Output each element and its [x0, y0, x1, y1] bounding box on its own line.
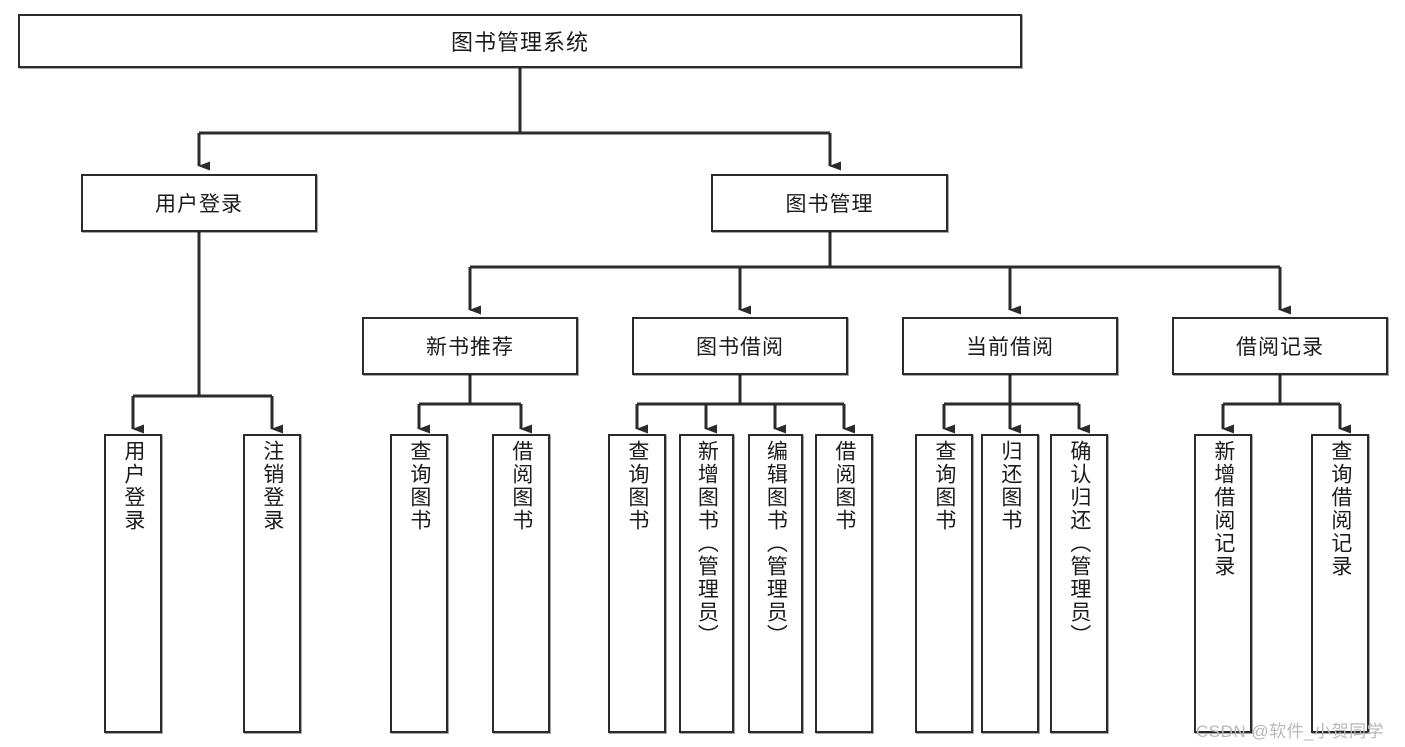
node-root-system[interactable]: 图书管理系统 — [18, 14, 1022, 68]
node-label: 查询图书 — [625, 440, 649, 532]
leaf-query-book-current[interactable]: 查询图书 — [915, 434, 973, 733]
node-label: 用户登录 — [121, 440, 145, 532]
node-label: 借阅图书 — [832, 440, 856, 532]
leaf-user-login[interactable]: 用户登录 — [104, 434, 162, 733]
leaf-confirm-return-admin[interactable]: 确认归还（管理员） — [1050, 434, 1108, 733]
node-label: 当前借阅 — [966, 336, 1054, 359]
leaf-return-book[interactable]: 归还图书 — [981, 434, 1039, 733]
node-current-borrow[interactable]: 当前借阅 — [902, 317, 1118, 375]
node-label: 查询借阅记录 — [1328, 440, 1352, 578]
node-label: 新书推荐 — [426, 336, 514, 359]
node-new-book-recommend[interactable]: 新书推荐 — [362, 317, 578, 375]
leaf-logout[interactable]: 注销登录 — [243, 434, 301, 733]
leaf-borrow-book-recommend[interactable]: 借阅图书 — [492, 434, 550, 733]
node-borrow-record[interactable]: 借阅记录 — [1172, 317, 1388, 375]
leaf-query-book-recommend[interactable]: 查询图书 — [390, 434, 448, 733]
leaf-add-book-admin[interactable]: 新增图书（管理员） — [679, 434, 734, 733]
watermark-text: CSDN @软件_小贺同学 — [1196, 722, 1385, 741]
node-label: 编辑图书（管理员） — [764, 440, 788, 647]
leaf-edit-book-admin[interactable]: 编辑图书（管理员） — [748, 434, 803, 733]
leaf-add-borrow-record[interactable]: 新增借阅记录 — [1194, 434, 1252, 733]
node-label: 查询图书 — [407, 440, 431, 532]
node-label: 图书借阅 — [696, 336, 784, 359]
node-label: 图书管理 — [785, 193, 874, 216]
node-label: 查询图书 — [932, 440, 956, 532]
node-label: 借阅记录 — [1236, 336, 1324, 359]
node-user-login[interactable]: 用户登录 — [81, 174, 317, 232]
node-label: 用户登录 — [155, 193, 243, 216]
node-label: 确认归还（管理员） — [1067, 440, 1091, 647]
node-book-manage[interactable]: 图书管理 — [711, 174, 948, 232]
node-label: 新增图书（管理员） — [695, 440, 719, 647]
node-label: 图书管理系统 — [450, 30, 589, 55]
node-label: 注销登录 — [260, 440, 284, 532]
leaf-query-borrow-record[interactable]: 查询借阅记录 — [1311, 434, 1369, 733]
node-label: 借阅图书 — [509, 440, 533, 532]
node-label: 归还图书 — [998, 440, 1022, 532]
node-book-borrow[interactable]: 图书借阅 — [632, 317, 848, 375]
leaf-borrow-book-borrow[interactable]: 借阅图书 — [815, 434, 873, 733]
leaf-query-book-borrow[interactable]: 查询图书 — [608, 434, 666, 733]
node-label: 新增借阅记录 — [1211, 440, 1235, 578]
